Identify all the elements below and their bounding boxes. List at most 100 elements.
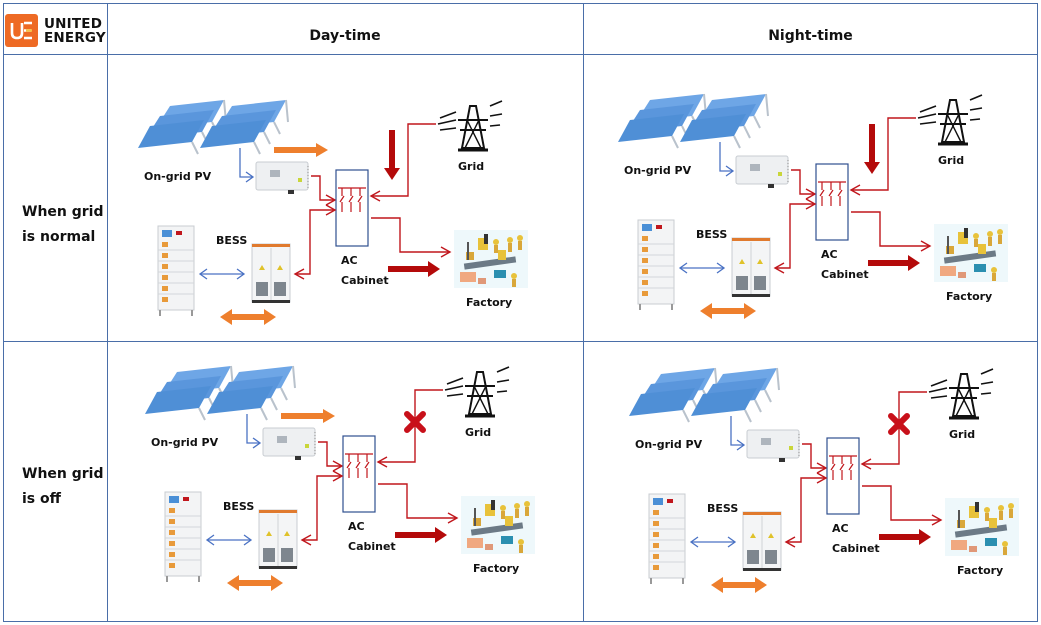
arrowhead-icon xyxy=(860,458,872,470)
battery-rack-icon xyxy=(648,493,686,584)
label-bess: BESS xyxy=(707,502,738,515)
diagram-night-grid-normal: On-grid PV AC Cabinet xyxy=(618,86,1038,330)
label-grid: Grid xyxy=(938,154,964,167)
bess-power-flow-arrow xyxy=(227,575,283,591)
load-flow-arrow xyxy=(388,261,440,277)
arrowhead-icon xyxy=(805,188,817,200)
factory-icon xyxy=(945,498,1019,556)
label-factory: Factory xyxy=(473,562,519,575)
load-wire xyxy=(862,485,941,521)
dc-wire xyxy=(246,414,259,444)
row-header-grid-normal: When grid is normal xyxy=(22,200,104,250)
grid-supply-arrow xyxy=(384,130,400,180)
label-on-grid-pv: On-grid PV xyxy=(624,164,692,177)
arrowhead-icon xyxy=(252,437,262,449)
factory-icon xyxy=(934,224,1008,282)
grid-tower-icon xyxy=(437,100,503,152)
arrowhead-icon xyxy=(678,262,726,274)
grid-wire xyxy=(371,123,436,197)
row-header-line2: is normal xyxy=(22,229,96,245)
ac-bidirectional-wire xyxy=(776,203,814,269)
dc-wire xyxy=(719,142,732,172)
label-bess: BESS xyxy=(216,234,247,247)
ac-wire xyxy=(318,441,341,467)
brand-logo-mark-icon xyxy=(5,14,38,47)
arrowhead-icon xyxy=(816,462,828,474)
ac-wire xyxy=(802,443,825,469)
arrowhead-icon xyxy=(784,472,828,548)
bess-power-flow-arrow xyxy=(711,577,767,593)
arrowhead-icon xyxy=(293,204,337,280)
label-factory: Factory xyxy=(957,564,1003,577)
arrowhead-icon xyxy=(205,534,253,546)
label-on-grid-pv: On-grid PV xyxy=(151,436,219,449)
row-divider xyxy=(3,54,1038,55)
arrowhead-icon xyxy=(920,240,932,252)
solar-panels-icon xyxy=(145,365,296,421)
arrowhead-icon xyxy=(725,165,735,177)
pv-inverter-icon xyxy=(746,429,800,462)
column-divider xyxy=(107,3,108,622)
brand-logo: UNITED ENERGY xyxy=(5,14,106,47)
ac-cabinet-icon xyxy=(342,435,376,513)
power-flow-diagram: On-grid PV AC Cabinet xyxy=(138,99,528,325)
label-ac: AC xyxy=(348,520,365,533)
ac-wire xyxy=(791,169,814,195)
pcs-cabinet-icon xyxy=(251,243,291,303)
dc-wire xyxy=(239,148,252,178)
arrowhead-icon xyxy=(849,184,861,196)
ac-bidirectional-wire xyxy=(787,477,825,543)
column-header-night: Night-time xyxy=(768,28,853,44)
arrowhead-icon xyxy=(369,190,381,202)
ac-wire xyxy=(311,175,334,201)
diagram-day-grid-normal: On-grid PV AC Cabinet xyxy=(138,92,558,336)
grid-tower-icon xyxy=(928,368,994,420)
load-wire xyxy=(851,211,930,247)
pv-power-flow-arrow xyxy=(281,409,335,423)
label-on-grid-pv: On-grid PV xyxy=(635,438,703,451)
dc-wire xyxy=(730,416,743,446)
label-bess: BESS xyxy=(696,228,727,241)
arrowhead-icon xyxy=(689,536,737,548)
label-grid: Grid xyxy=(949,428,975,441)
grid-tower-icon xyxy=(444,366,510,418)
label-grid: Grid xyxy=(465,426,491,439)
row-divider xyxy=(3,341,1038,342)
bess-power-flow-arrow xyxy=(700,303,756,319)
pv-power-flow-arrow xyxy=(274,143,328,157)
power-flow-diagram: On-grid PV AC Cabinet xyxy=(145,365,535,591)
load-wire xyxy=(371,217,450,253)
diagram-night-grid-off: On-grid PV AC Cabinet xyxy=(629,360,1041,604)
arrowhead-icon xyxy=(931,514,943,526)
pcs-cabinet-icon xyxy=(731,237,771,297)
battery-rack-icon xyxy=(637,219,675,310)
load-wire xyxy=(378,483,457,519)
table-border xyxy=(3,3,1038,622)
arrowhead-icon xyxy=(300,470,344,546)
label-cabinet: Cabinet xyxy=(348,540,396,553)
label-ac: AC xyxy=(821,248,838,261)
label-cabinet: Cabinet xyxy=(832,542,880,555)
arrowhead-icon xyxy=(332,460,344,472)
load-flow-arrow xyxy=(868,255,920,271)
arrowhead-icon xyxy=(376,456,388,468)
load-flow-arrow xyxy=(879,529,931,545)
grid-supply-arrow xyxy=(864,124,880,174)
solar-panels-icon xyxy=(138,99,289,155)
row-header-grid-off: When grid is off xyxy=(22,462,104,512)
row-header-line1: When grid xyxy=(22,466,104,482)
grid-tower-icon xyxy=(917,94,983,146)
ac-bidirectional-wire xyxy=(296,209,334,275)
column-header-day: Day-time xyxy=(309,28,381,44)
arrowhead-icon xyxy=(447,512,459,524)
solar-panels-icon xyxy=(629,367,780,423)
power-flow-diagram: On-grid PV AC Cabinet xyxy=(629,367,1019,593)
grid-disconnected-x-icon xyxy=(888,413,910,435)
label-bess: BESS xyxy=(223,500,254,513)
label-factory: Factory xyxy=(466,296,512,309)
label-factory: Factory xyxy=(946,290,992,303)
grid-wire xyxy=(851,117,916,191)
bess-power-flow-arrow xyxy=(220,309,276,325)
column-divider xyxy=(583,3,584,622)
arrowhead-icon xyxy=(440,246,452,258)
